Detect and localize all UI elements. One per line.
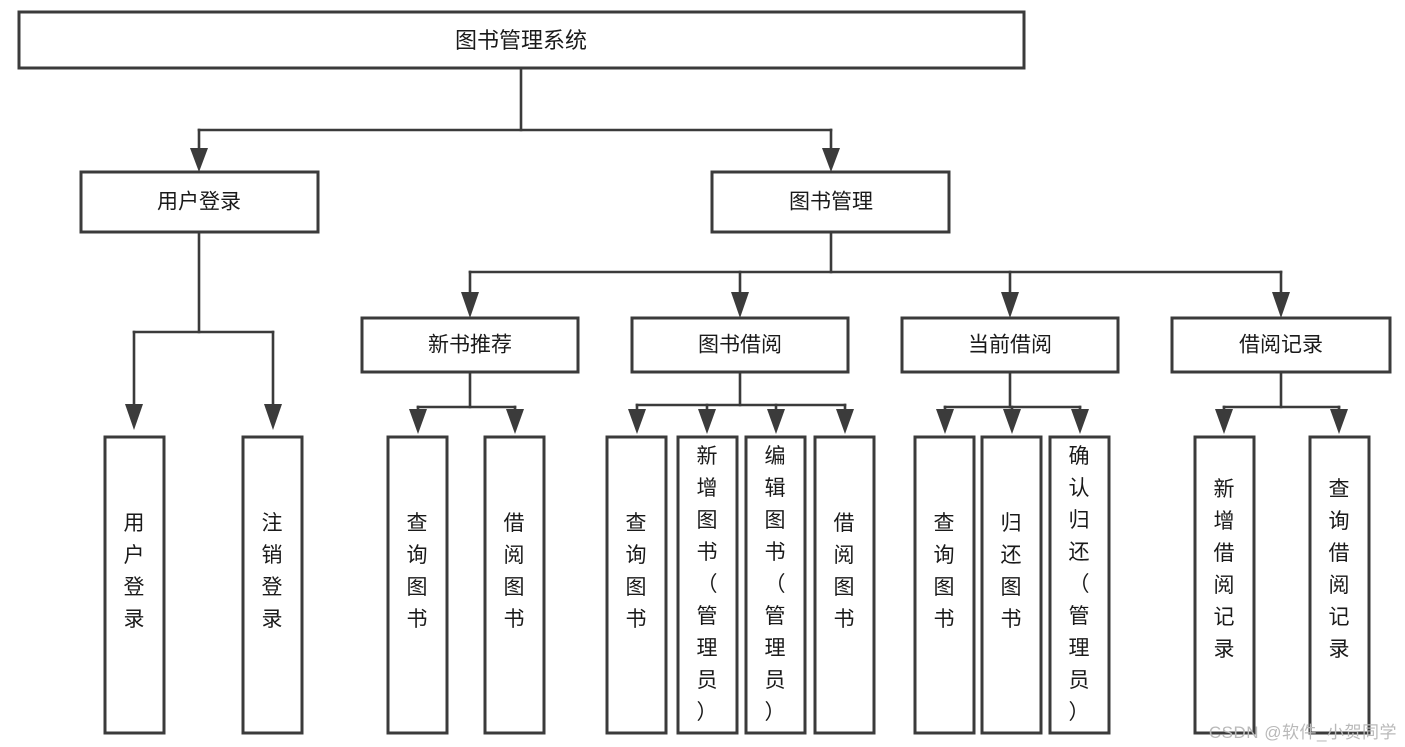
node-root-library-management-system[interactable]: 图书管理系统 xyxy=(17,10,1026,70)
leaf-add-borrow-record-box[interactable] xyxy=(1193,435,1256,735)
leaf-logout-box[interactable] xyxy=(241,435,304,735)
borrowing-records-box[interactable] xyxy=(1170,316,1392,374)
arrow-leaf-query-books-borrowing xyxy=(628,409,646,434)
book-management-label: 图书管理 xyxy=(789,191,873,214)
leaf-query-books-recommend-box[interactable] xyxy=(386,435,449,735)
user-login-box[interactable] xyxy=(79,170,320,234)
arrow-current-borrowing xyxy=(1001,292,1019,318)
leaf-add-borrow-record-label: 新增借阅记录 xyxy=(1214,478,1235,661)
leaf-add-book-admin-label: 新增图书（管理员） xyxy=(697,445,718,724)
leaf-borrow-books-recommend-box[interactable] xyxy=(483,435,546,735)
arrow-leaf-return-books xyxy=(1003,409,1021,434)
arrow-leaf-borrow-books-borrowing xyxy=(836,409,854,434)
leaf-return-books-label: 归还图书 xyxy=(1001,512,1022,631)
leaf-borrow-books-recommend[interactable]: 借阅图书 xyxy=(483,435,546,735)
leaf-borrow-books-borrowing[interactable]: 借阅图书 xyxy=(813,435,876,735)
new-book-recommendation-label: 新书推荐 xyxy=(428,334,512,357)
leaf-query-books-current-box[interactable] xyxy=(913,435,976,735)
node-user-login[interactable]: 用户登录 xyxy=(79,170,320,234)
leaf-add-borrow-record[interactable]: 新增借阅记录 xyxy=(1193,435,1256,735)
root-label: 图书管理系统 xyxy=(455,28,587,53)
leaf-query-books-borrowing-box[interactable] xyxy=(605,435,668,735)
arrow-leaf-add-book-admin xyxy=(698,409,716,434)
leaf-borrow-books-borrowing-box[interactable] xyxy=(813,435,876,735)
leaf-logout-label: 注销登录 xyxy=(262,512,283,631)
arrow-leaf-borrow-books-recommend xyxy=(506,409,524,434)
arrow-leaf-confirm-return-admin xyxy=(1071,409,1089,434)
leaf-return-books-box[interactable] xyxy=(980,435,1043,735)
leaf-user-login[interactable]: 用户登录 xyxy=(103,435,166,735)
current-borrowing-label: 当前借阅 xyxy=(968,334,1052,357)
leaf-confirm-return-admin[interactable]: 确认归还（管理员） xyxy=(1048,435,1111,735)
leaf-confirm-return-admin-box[interactable] xyxy=(1048,435,1111,735)
csdn-watermark: CSDN @软件_小贺同学 xyxy=(1208,723,1397,742)
node-book-management[interactable]: 图书管理 xyxy=(710,170,951,234)
book-borrowing-box[interactable] xyxy=(630,316,850,374)
root-box[interactable] xyxy=(17,10,1026,70)
arrow-book-borrowing xyxy=(731,292,749,318)
arrow-leaf-add-borrow-record xyxy=(1215,409,1233,434)
leaf-logout[interactable]: 注销登录 xyxy=(241,435,304,735)
leaf-borrow-books-borrowing-label: 借阅图书 xyxy=(834,512,855,631)
book-management-box[interactable] xyxy=(710,170,951,234)
leaf-confirm-return-admin-label: 确认归还（管理员） xyxy=(1069,445,1090,724)
leaf-user-login-box[interactable] xyxy=(103,435,166,735)
arrow-new-book xyxy=(461,292,479,318)
arrow-book-management xyxy=(822,148,840,172)
leaf-edit-book-admin-label: 编辑图书（管理员） xyxy=(765,445,786,724)
leaf-add-book-admin[interactable]: 新增图书（管理员） xyxy=(676,435,739,735)
leaf-edit-book-admin-box[interactable] xyxy=(744,435,807,735)
leaf-add-book-admin-box[interactable] xyxy=(676,435,739,735)
leaf-query-books-current[interactable]: 查询图书 xyxy=(913,435,976,735)
leaf-query-books-recommend-label: 查询图书 xyxy=(407,512,428,631)
leaf-borrow-books-recommend-label: 借阅图书 xyxy=(504,512,525,631)
node-book-borrowing[interactable]: 图书借阅 xyxy=(630,316,850,374)
user-login-label: 用户登录 xyxy=(157,191,241,214)
new-book-recommendation-box[interactable] xyxy=(360,316,580,374)
leaf-query-books-borrowing-label: 查询图书 xyxy=(626,512,647,631)
arrow-leaf-logout xyxy=(264,404,282,430)
arrow-user-login xyxy=(190,148,208,172)
edge-layer xyxy=(125,66,1348,434)
leaf-query-borrow-record-box[interactable] xyxy=(1308,435,1371,735)
arrow-leaf-user-login xyxy=(125,404,143,430)
leaf-query-borrow-record-label: 查询借阅记录 xyxy=(1329,478,1350,661)
arrow-borrowing-records xyxy=(1272,292,1290,318)
leaf-query-books-current-label: 查询图书 xyxy=(934,512,955,631)
node-borrowing-records[interactable]: 借阅记录 xyxy=(1170,316,1392,374)
leaf-user-login-label: 用户登录 xyxy=(124,512,145,631)
leaf-query-books-recommend[interactable]: 查询图书 xyxy=(386,435,449,735)
node-current-borrowing[interactable]: 当前借阅 xyxy=(900,316,1120,374)
leaf-edit-book-admin[interactable]: 编辑图书（管理员） xyxy=(744,435,807,735)
arrow-leaf-query-books-current xyxy=(936,409,954,434)
book-borrowing-label: 图书借阅 xyxy=(698,334,782,357)
arrow-leaf-query-books-recommend xyxy=(409,409,427,434)
leaf-return-books[interactable]: 归还图书 xyxy=(980,435,1043,735)
leaf-query-borrow-record[interactable]: 查询借阅记录 xyxy=(1308,435,1371,735)
arrow-leaf-query-borrow-record xyxy=(1330,409,1348,434)
node-new-book-recommendation[interactable]: 新书推荐 xyxy=(360,316,580,374)
arrow-leaf-edit-book-admin xyxy=(767,409,785,434)
borrowing-records-label: 借阅记录 xyxy=(1239,334,1323,357)
leaf-query-books-borrowing[interactable]: 查询图书 xyxy=(605,435,668,735)
current-borrowing-box[interactable] xyxy=(900,316,1120,374)
